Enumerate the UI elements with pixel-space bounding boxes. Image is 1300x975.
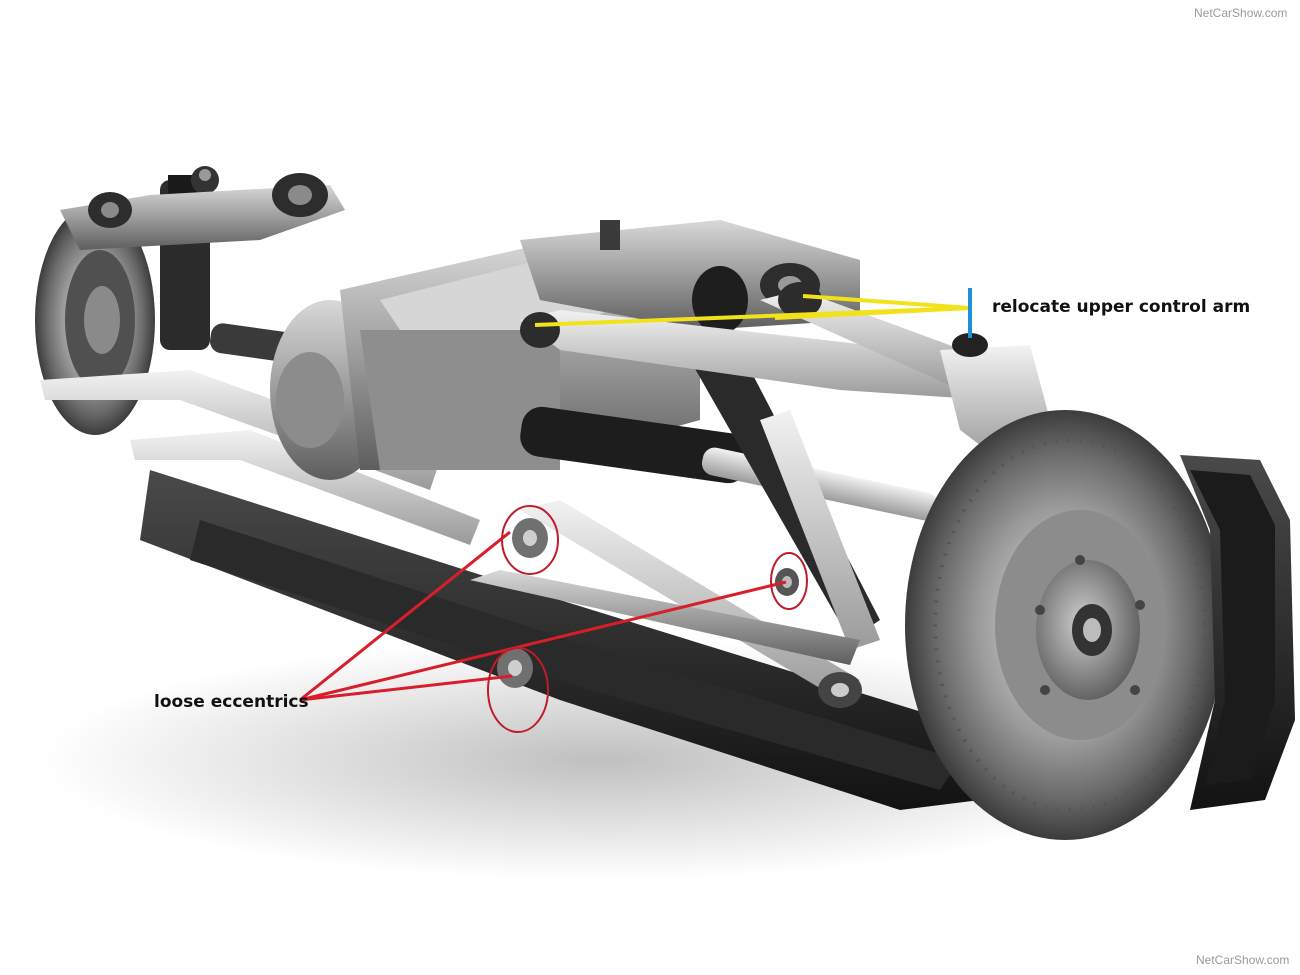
- eccentric-circle-upper: [501, 505, 559, 575]
- right-brake-rotor: [905, 410, 1225, 840]
- eccentric-circle-right: [770, 552, 808, 610]
- eccentric-circle-lower: [487, 647, 549, 733]
- left-upper-mounts: [60, 173, 345, 250]
- watermark-bottom: NetCarShow.com: [1196, 953, 1290, 967]
- left-lower-arms: [40, 370, 480, 545]
- watermark-top: NetCarShow.com: [1194, 6, 1288, 20]
- lower-control-arms: [470, 500, 862, 708]
- loose-eccentrics-label: loose eccentrics: [154, 692, 309, 712]
- upper-arm-annotation: [534, 288, 972, 338]
- loose-eccentrics-annotation: [299, 505, 808, 733]
- brake-caliper: [1180, 455, 1295, 810]
- differential-housing: [270, 240, 700, 480]
- lower-subframe: [140, 470, 980, 810]
- relocate-upper-control-arm-label: relocate upper control arm: [992, 297, 1251, 317]
